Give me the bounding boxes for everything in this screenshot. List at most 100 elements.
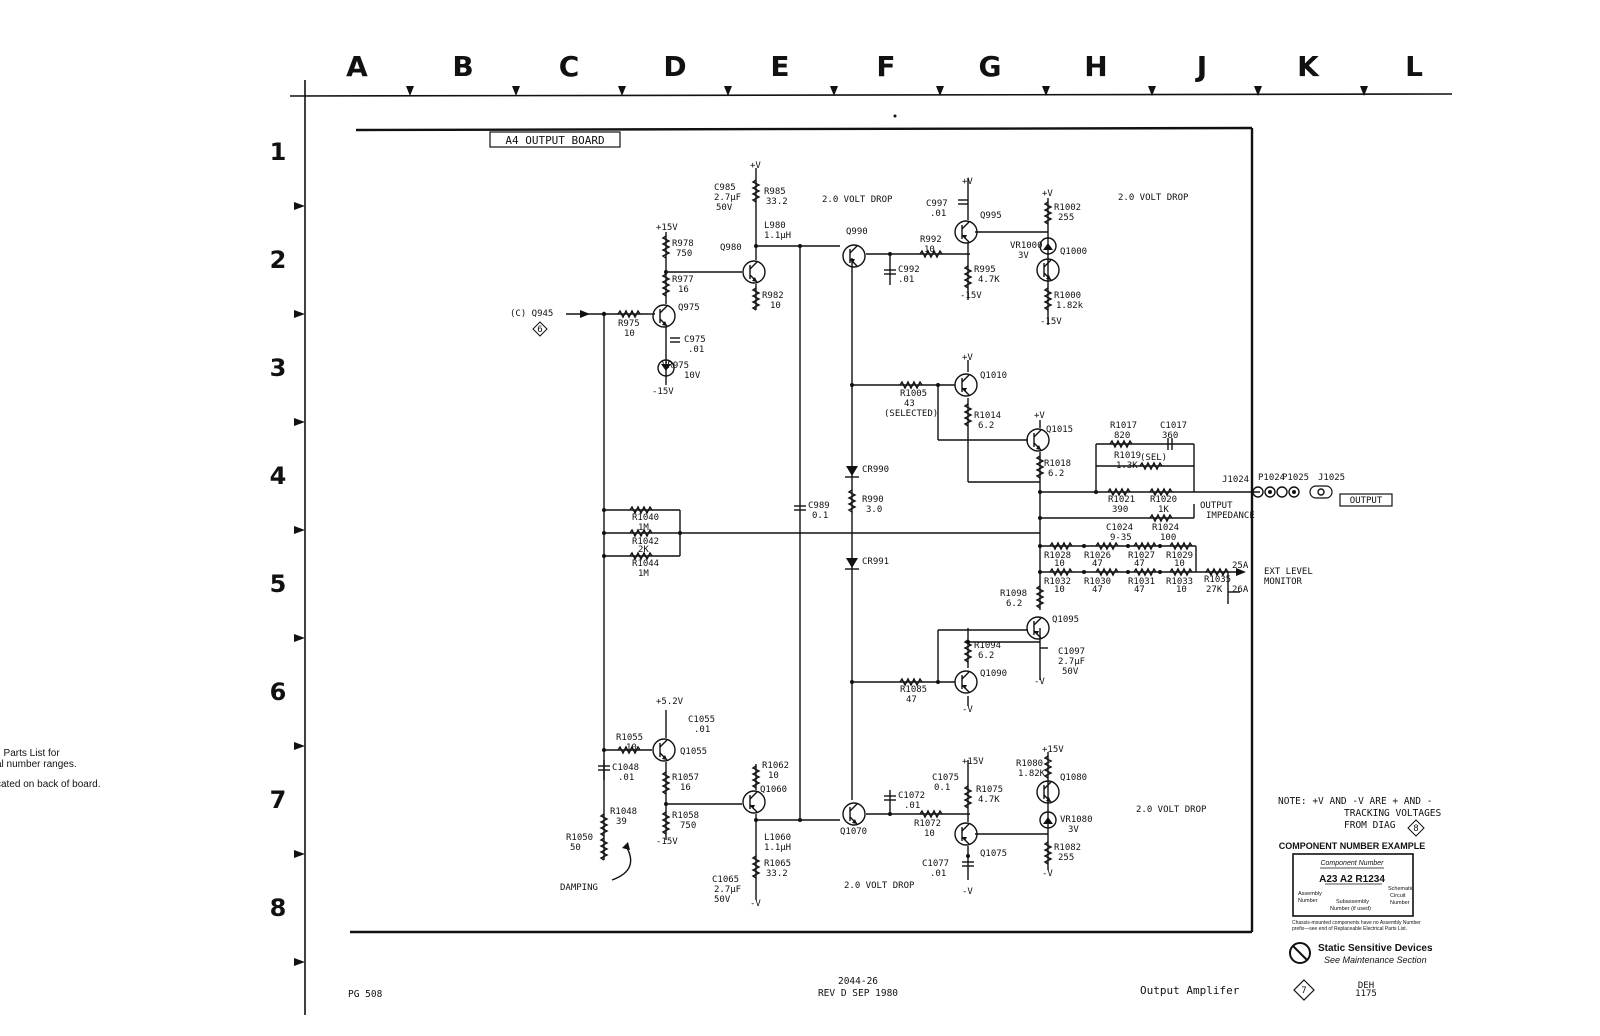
example-schematic-3: Number: [1390, 900, 1410, 906]
r1098-symbol: [1035, 585, 1045, 609]
r1021-symbol: [1107, 487, 1131, 497]
r1030-1-label: 47: [1092, 585, 1103, 595]
r1058-1-label: 750: [680, 821, 696, 831]
c1077-0-label: C1077: [922, 859, 949, 869]
footer-initials: DEH: [1358, 981, 1374, 991]
q1010-symbol: [954, 373, 978, 397]
r1029-0-label: R1029: [1166, 551, 1193, 561]
c997-symbol: [958, 199, 968, 205]
footer-date: 1175: [1355, 989, 1377, 999]
plus15-a-label: +15V: [656, 223, 678, 233]
column-tick: [724, 86, 732, 96]
column-letter-l: L: [1405, 50, 1423, 83]
c989-0-label: C989: [808, 501, 830, 511]
q1000-symbol: [1036, 258, 1060, 282]
r1094-0-label: R1094: [974, 641, 1001, 651]
j1025-label: J1025: [1318, 473, 1345, 483]
r992-0-label: R992: [920, 235, 942, 245]
q980-symbol: [742, 260, 766, 284]
r1002-0-label: R1002: [1054, 203, 1081, 213]
q945-ref-label: (C) Q945: [510, 309, 553, 319]
r1085-symbol: [899, 677, 923, 687]
row-tick: [294, 202, 305, 210]
q990-symbol: [842, 244, 866, 268]
r1044-1-label: 1M: [638, 569, 649, 579]
component-labels: (C) Q945R97510Q975C975.01VR97510V-15V+15…: [510, 161, 1345, 909]
r1000-symbol: [1043, 287, 1053, 311]
neg15-a-label: -15V: [652, 387, 674, 397]
q975-label: Q975: [678, 303, 700, 313]
r1048-1-label: 39: [616, 817, 627, 827]
row-number-1: 1: [270, 138, 287, 166]
c1055-1-label: .01: [694, 725, 710, 735]
r992-1-label: 10: [924, 245, 935, 255]
example-number: A23 A2 R1234: [1319, 874, 1385, 885]
example-chassis-2: prefix—see end of Replaceable Electrical…: [1292, 926, 1407, 932]
q975-symbol: [652, 304, 676, 328]
r1062-1-label: 10: [768, 771, 779, 781]
c985-0-label: C985: [714, 183, 736, 193]
r1072-1-label: 10: [924, 829, 935, 839]
c1055-0-label: C1055: [688, 715, 715, 725]
cr991-symbol: [845, 558, 859, 570]
c1024-1-label: 9-35: [1110, 533, 1132, 543]
r975-1-label: 10: [624, 329, 635, 339]
example-schematic-2: Circuit: [1390, 893, 1406, 899]
r1024-symbol: [1149, 513, 1173, 523]
p1025-label: P1025: [1282, 473, 1309, 483]
q1075-label: Q1075: [980, 849, 1007, 859]
note-diag-number: 8: [1413, 824, 1418, 834]
drop-d-label: 2.0 VOLT DROP: [1136, 805, 1207, 815]
q1060-symbol: [742, 790, 766, 814]
r1048-symbol: [599, 813, 609, 837]
q1070-symbol: [842, 802, 866, 826]
c989-1-label: 0.1: [812, 511, 828, 521]
example-subassembly-1: Subassembly: [1336, 899, 1369, 905]
q1015-label: Q1015: [1046, 425, 1073, 435]
r1027-1-label: 47: [1134, 559, 1145, 569]
l980-0-label: L980: [764, 221, 786, 231]
r1042-0-label: R1042: [632, 537, 659, 547]
column-letter-e: E: [770, 50, 789, 83]
plus52-label: +5.2V: [656, 697, 684, 707]
column-letter-d: D: [663, 50, 686, 83]
drop-b-label: 2.0 VOLT DROP: [1118, 193, 1189, 203]
side-note-2: al number ranges.: [0, 759, 77, 770]
r977-symbol: [661, 273, 671, 297]
column-tick: [512, 86, 520, 96]
r1021-1-label: 390: [1112, 505, 1128, 515]
c1097-2-label: 50V: [1062, 667, 1079, 677]
r1019-1-label: 1.3K: [1116, 461, 1138, 471]
resistors: [599, 179, 1229, 879]
drop-c-label: 2.0 VOLT DROP: [844, 881, 915, 891]
r1065-1-label: 33.2: [766, 869, 788, 879]
transistors: [652, 220, 1060, 846]
r1032-1-label: 10: [1054, 585, 1065, 595]
note-line-2: TRACKING VOLTAGES: [1344, 808, 1442, 819]
r1018-symbol: [1035, 455, 1045, 479]
r1019-symbol: [1139, 461, 1163, 471]
negv-d-label: -V: [962, 887, 973, 897]
r1005-symbol: [899, 380, 923, 390]
r1065-symbol: [751, 855, 761, 879]
r1021-0-label: R1021: [1108, 495, 1135, 505]
r1050-symbol: [599, 837, 609, 861]
column-tick: [1360, 86, 1368, 96]
r1029-symbol: [1169, 541, 1193, 551]
c1072-symbol: [884, 795, 896, 801]
l980-1-label: 1.1µH: [764, 231, 791, 241]
q1055-label: Q1055: [680, 747, 707, 757]
r1098-0-label: R1098: [1000, 589, 1027, 599]
side-note-3: cated on back of board.: [0, 779, 101, 790]
q1010-label: Q1010: [980, 371, 1007, 381]
c1077-symbol: [962, 861, 974, 867]
r1055-0-label: R1055: [616, 733, 643, 743]
r1020-1-label: 1K: [1158, 505, 1169, 515]
column-tick: [1148, 86, 1156, 96]
vr1080-0-label: VR1080: [1060, 815, 1093, 825]
example-header: Component Number: [1320, 860, 1384, 867]
plusv-c-label: +V: [1042, 189, 1053, 199]
c985-2-label: 50V: [716, 203, 733, 213]
r1031-symbol: [1133, 567, 1157, 577]
